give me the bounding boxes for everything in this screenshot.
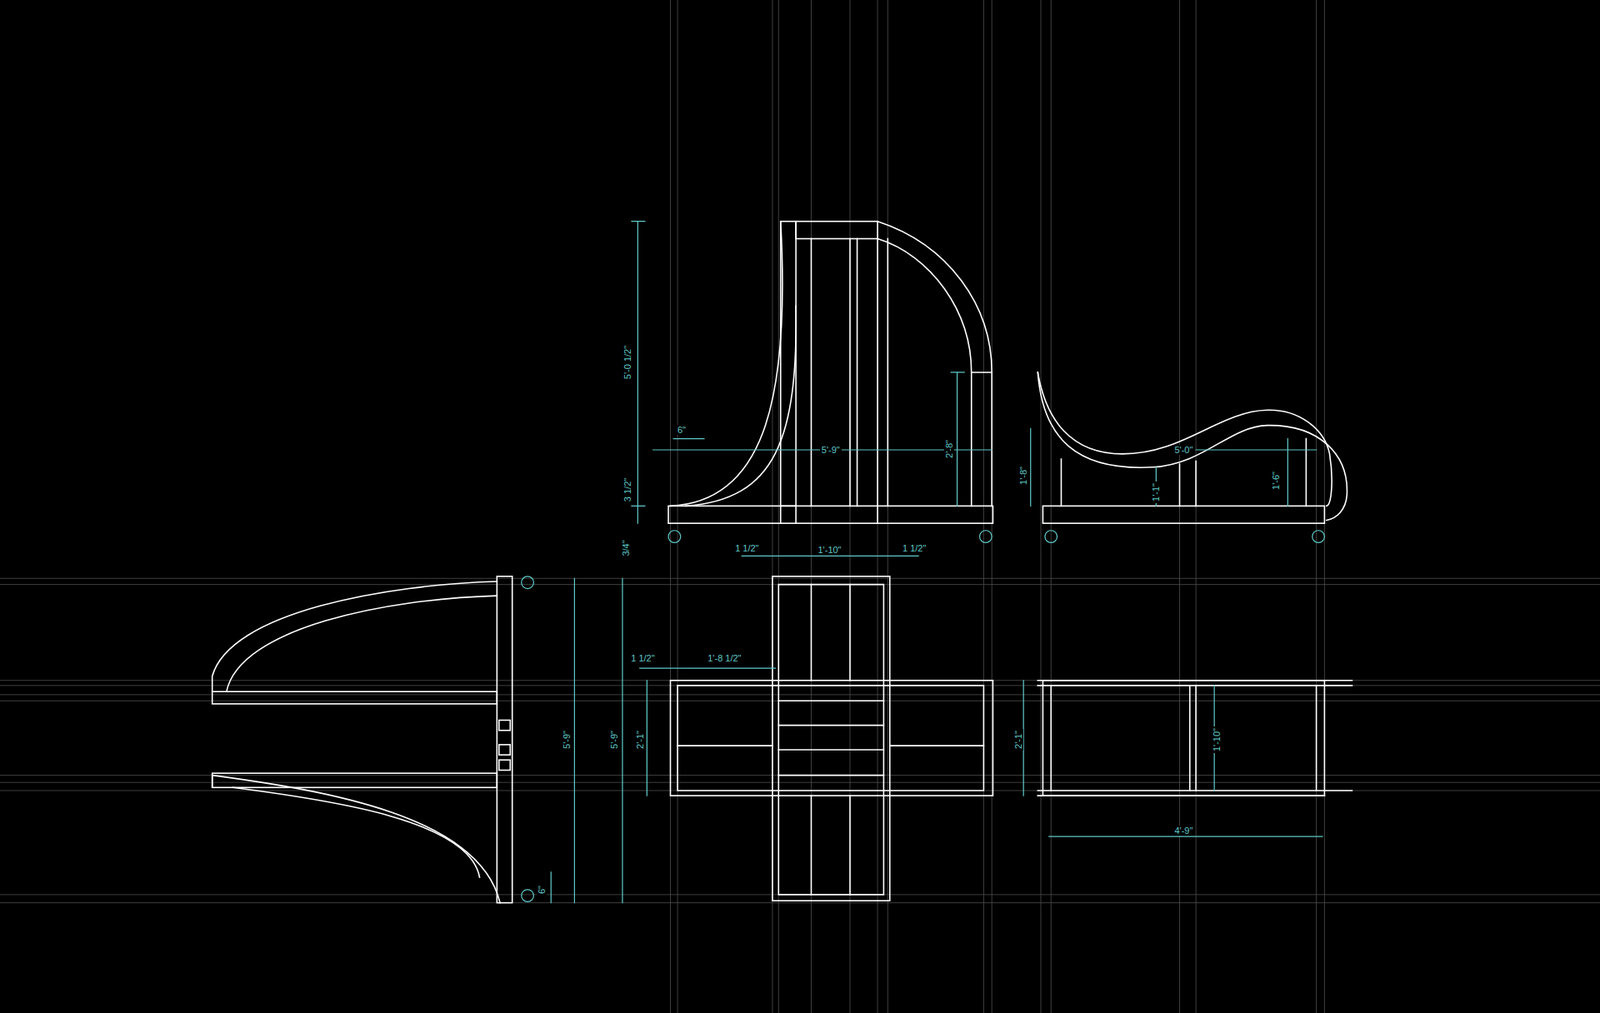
dimension-label: 2'-8": [944, 438, 955, 460]
dimension-label: 3/4": [620, 538, 631, 558]
drawing-line: [668, 530, 681, 544]
dimension-label: 2'-1": [635, 729, 645, 751]
drawing-line: [877, 221, 992, 373]
drawing-line: [778, 585, 884, 895]
drawing-line: [677, 685, 984, 791]
dimension-label: 1'-8 1/2": [705, 653, 743, 664]
dimension-label: 1'-8": [1018, 465, 1029, 487]
dimension-label: 1 1/2": [629, 653, 656, 664]
drawing-line: [668, 505, 993, 524]
drawing-line: [1060, 439, 1306, 507]
caster-and-dimension: [521, 221, 1325, 904]
drawing-line: [1042, 680, 1325, 796]
drawing-line: [212, 775, 500, 904]
drawing-line: [772, 576, 890, 901]
drawing-line: [670, 221, 783, 507]
dimension-label: 1'-6": [1270, 470, 1281, 492]
drawing-line: [521, 890, 535, 903]
drawing-line: [980, 530, 993, 544]
drawing-line: [810, 585, 850, 895]
dimension-label: 6": [675, 425, 688, 435]
dimension-label: 3 1/2": [622, 476, 633, 504]
drawing-line: [212, 773, 498, 788]
dimension-label: 5'-9": [609, 729, 620, 751]
drawing-line: [550, 221, 1323, 904]
dimension-label: 2'-1": [1013, 729, 1024, 751]
outline: [212, 221, 1353, 904]
drawing-line: [1050, 685, 1316, 791]
dimension-label: 5'-0": [1172, 445, 1195, 455]
drawing-line: [810, 239, 888, 507]
drawing-line: [677, 745, 984, 747]
dimension-label: 1 1/2": [900, 543, 928, 554]
dimension-label: 1 1/2": [733, 543, 760, 554]
drawing-line: [1045, 530, 1058, 544]
drawing-line: [0, 578, 1600, 903]
dimension-label: 1'-1": [1150, 481, 1161, 504]
drawing-line: [499, 760, 510, 770]
drawing-line: [232, 787, 480, 878]
drawing-line: [1312, 530, 1325, 544]
drawing-line: [685, 305, 796, 506]
drawing-line: [499, 745, 510, 755]
dimension-label: 5'-9": [820, 445, 842, 455]
drawing-line: [212, 581, 498, 692]
drawing-line: [226, 595, 497, 692]
drawing-line: [780, 221, 796, 507]
drawing-line: [1042, 505, 1325, 524]
dimension-label: 6": [536, 884, 547, 896]
drawing-line: [1037, 680, 1352, 796]
drawing-line: [212, 691, 498, 705]
dimension-label: 1'-10": [816, 545, 844, 555]
dimension-label: 4'-9": [1172, 825, 1195, 836]
dimension-label: 5'-0 1/2": [622, 344, 633, 381]
dimension-label: 1'-10": [1211, 726, 1222, 754]
drawing-line: [521, 576, 535, 590]
drawing-line: [780, 505, 878, 524]
dimension-label: 5'-9": [561, 729, 572, 751]
drawing-line: [795, 221, 878, 240]
drawing-line: [670, 680, 993, 796]
drawing-line: [496, 576, 512, 904]
drawing-line: [1037, 372, 1347, 521]
drawing-line: [778, 700, 884, 775]
drawing-line: [971, 372, 992, 506]
drawing-line: [499, 720, 510, 730]
